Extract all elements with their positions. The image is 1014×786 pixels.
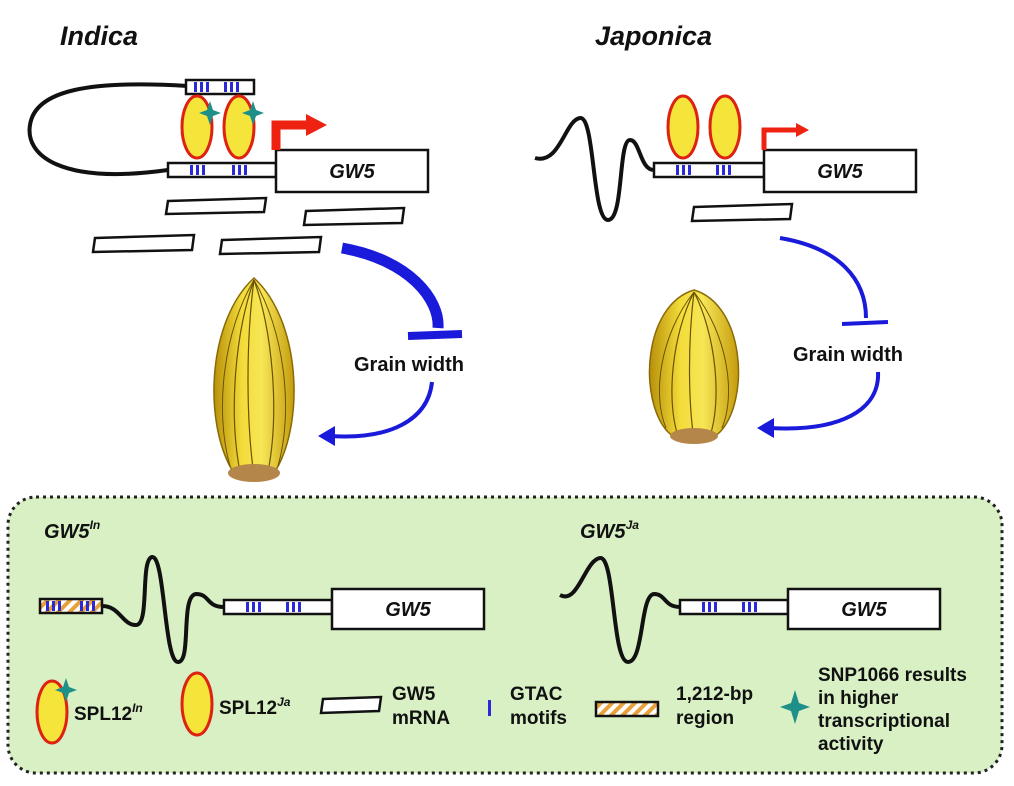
in-dna-wave: [101, 554, 225, 665]
spl12-ja-protein: [666, 94, 700, 160]
legend-panel-background: [6, 495, 1004, 775]
indica-gw5-label: GW5: [329, 161, 375, 183]
gw5-mrna-icon: [218, 235, 323, 256]
svg-text:region: region: [676, 708, 734, 729]
ja-gw5-gene-box: [786, 587, 942, 631]
svg-text:SNP1066 results: SNP1066 results: [818, 665, 967, 686]
ja-promoter: [678, 598, 790, 616]
legend-spl12-in: SPL12In: [35, 678, 143, 745]
gtac-motif-group: [190, 165, 247, 175]
gtac-motif-group: [246, 602, 301, 612]
gtac-motif-icon: [488, 700, 491, 716]
indica-dna-loop: [27, 82, 189, 176]
japonica-promoter: [652, 161, 766, 179]
spl12-ja-icon: [180, 671, 214, 737]
allele-in-label: GW5In: [44, 518, 100, 543]
indica-promoter: [166, 161, 278, 179]
legend-gtac-motifs: GTAC motifs: [488, 684, 567, 729]
spl12-in-protein: [222, 94, 256, 160]
region-hatch-icon: [594, 700, 660, 718]
japonica-effect-arrow: [769, 371, 881, 431]
ja-gw5-gene-label: GW5: [841, 599, 887, 621]
japonica-transcription-arrowhead: [796, 123, 809, 137]
svg-text:activity: activity: [818, 734, 884, 755]
japonica-effect-arrowhead: [757, 418, 774, 438]
gtac-motif-group: [676, 165, 731, 175]
spl12-in-icon: [35, 679, 69, 745]
allele-legend-panel: GW5In GW5 GW5Ja GW5 SPL12In: [6, 495, 1004, 775]
gw5-mrna-icon: [319, 695, 383, 715]
indica-effect-arrow: [329, 381, 434, 439]
svg-text:transcriptional: transcriptional: [818, 711, 950, 732]
svg-text:in higher: in higher: [818, 688, 899, 709]
ja-dna-wave: [559, 556, 681, 665]
gtac-motif-group: [702, 602, 757, 612]
gtac-motif-group: [194, 82, 239, 92]
snp-star-icon: [242, 101, 264, 125]
legend-gw5-mrna: GW5 mRNA: [319, 684, 450, 729]
gw5-mrna-icon: [690, 202, 794, 223]
japonica-title: Japonica: [595, 21, 712, 51]
svg-text:SPL12In: SPL12In: [74, 701, 143, 725]
indica-model: GW5 Grain width: [27, 78, 464, 482]
allele-ja-label: GW5Ja: [580, 518, 639, 543]
gw5-mrna-icon: [302, 206, 406, 227]
in-gw5-gene-box: [330, 587, 486, 631]
svg-text:GTAC: GTAC: [510, 684, 563, 705]
svg-text:motifs: motifs: [510, 708, 567, 729]
indica-grain-width-label: Grain width: [354, 354, 464, 376]
indica-repression-arrow: [341, 242, 444, 329]
japonica-grain-width-label: Grain width: [793, 344, 903, 366]
svg-text:GW5: GW5: [392, 684, 436, 705]
snp-star-icon: [55, 678, 77, 702]
indica-title: Indica: [60, 21, 138, 51]
indica-grain-icon: [213, 276, 295, 482]
svg-text:mRNA: mRNA: [392, 708, 450, 729]
indica-repression-bar: [407, 330, 463, 340]
japonica-repression-arrow: [779, 236, 868, 319]
japonica-repression-bar: [841, 320, 889, 326]
japonica-transcription-arrow: [761, 127, 798, 150]
legend-snp1066: SNP1066 results in higher transcriptiona…: [780, 665, 967, 755]
japonica-gw5-gene-box: [762, 148, 918, 194]
svg-text:SPL12Ja: SPL12Ja: [219, 695, 291, 719]
japonica-model: GW5 Grain width: [534, 94, 918, 444]
gw5-mrna-icon: [164, 196, 268, 216]
snp-star-icon: [199, 101, 221, 125]
spl12-ja-protein: [708, 94, 742, 160]
indica-effect-arrowhead: [318, 426, 335, 446]
japonica-dna-wave: [534, 116, 655, 223]
snp-star-icon: [780, 690, 810, 724]
svg-text:1,212-bp: 1,212-bp: [676, 684, 753, 705]
gtac-motif-group: [46, 601, 95, 611]
in-gw5-gene-label: GW5: [385, 599, 431, 621]
japonica-grain-icon: [648, 289, 740, 444]
spl12-in-protein: [180, 94, 214, 160]
japonica-gw5-label: GW5: [817, 161, 863, 183]
in-promoter: [222, 598, 334, 616]
legend-1212bp-region: 1,212-bp region: [594, 684, 753, 729]
gw5-mrna-icon: [91, 233, 196, 254]
legend-spl12-ja: SPL12Ja: [180, 671, 291, 737]
indica-transcription-arrowhead: [306, 114, 327, 136]
indica-transcription-arrow: [271, 120, 308, 150]
indica-gw5-gene-box: [274, 148, 430, 194]
